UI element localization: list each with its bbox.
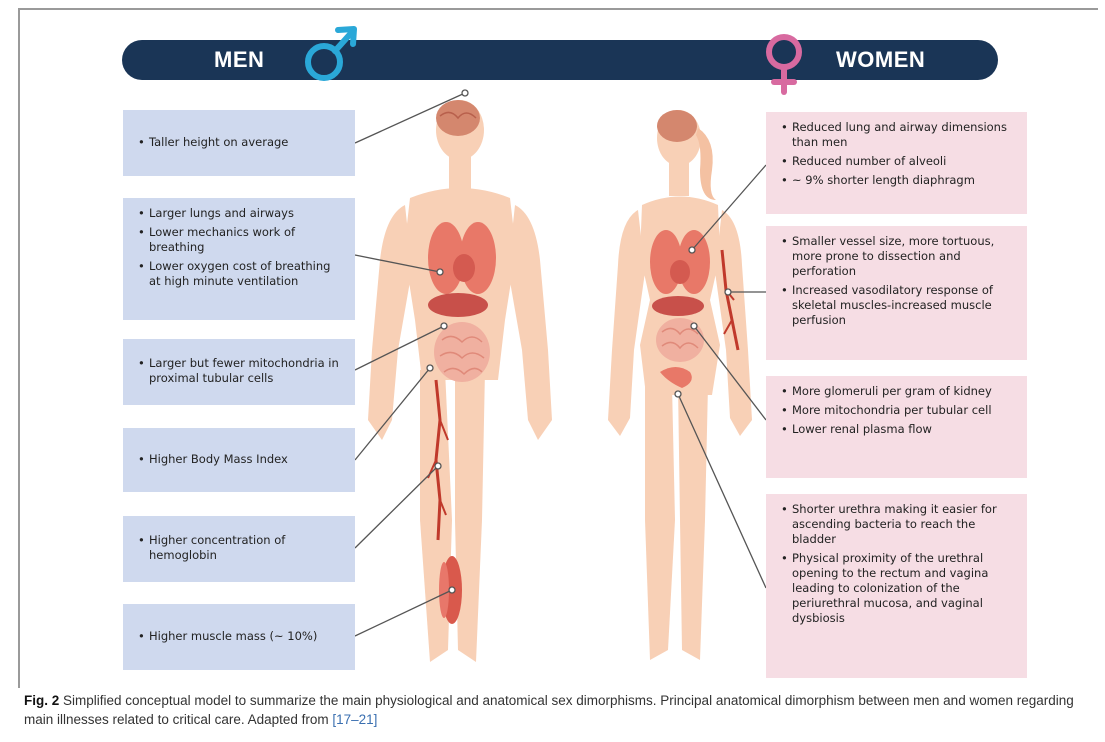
- men-item: Larger but fewer mitochondria in proxima…: [149, 356, 345, 386]
- men-box-height: Taller height on average: [123, 110, 355, 176]
- men-box-mitochondria: Larger but fewer mitochondria in proxima…: [123, 339, 355, 405]
- men-box-lungs: Larger lungs and airways Lower mechanics…: [123, 198, 355, 320]
- female-body: [608, 110, 752, 660]
- men-item: Lower oxygen cost of breathing at high m…: [149, 259, 345, 289]
- women-item: Reduced lung and airway dimensions than …: [792, 120, 1017, 150]
- women-item: Physical proximity of the urethral openi…: [792, 551, 1017, 626]
- women-box-urethra: Shorter urethra making it easier for asc…: [766, 494, 1027, 678]
- caption-reference-link[interactable]: [17–21]: [332, 712, 377, 727]
- men-box-bmi: Higher Body Mass Index: [123, 428, 355, 492]
- women-item: More glomeruli per gram of kidney: [792, 384, 1017, 399]
- women-item: ~ 9% shorter length diaphragm: [792, 173, 1017, 188]
- men-box-muscle: Higher muscle mass (~ 10%): [123, 604, 355, 670]
- caption-label: Fig. 2: [24, 693, 59, 708]
- women-item: Increased vasodilatory response of skele…: [792, 283, 1017, 328]
- women-box-lungs: Reduced lung and airway dimensions than …: [766, 112, 1027, 214]
- figure-caption: Fig. 2 Simplified conceptual model to su…: [24, 691, 1094, 729]
- men-item: Higher concentration of hemoglobin: [149, 533, 345, 563]
- caption-text: Simplified conceptual model to summarize…: [24, 693, 1074, 727]
- men-box-hemoglobin: Higher concentration of hemoglobin: [123, 516, 355, 582]
- women-box-vessels: Smaller vessel size, more tortuous, more…: [766, 226, 1027, 360]
- men-item: Higher muscle mass (~ 10%): [149, 629, 317, 644]
- male-body: [368, 100, 552, 662]
- women-box-kidney: More glomeruli per gram of kidney More m…: [766, 376, 1027, 478]
- women-item: Reduced number of alveoli: [792, 154, 1017, 169]
- men-item: Lower mechanics work of breathing: [149, 225, 345, 255]
- women-item: Smaller vessel size, more tortuous, more…: [792, 234, 1017, 279]
- men-item: Larger lungs and airways: [149, 206, 345, 221]
- women-item: More mitochondria per tubular cell: [792, 403, 1017, 418]
- women-item: Lower renal plasma flow: [792, 422, 1017, 437]
- men-item: Taller height on average: [149, 135, 288, 150]
- men-item: Higher Body Mass Index: [149, 452, 288, 467]
- women-item: Shorter urethra making it easier for asc…: [792, 502, 1017, 547]
